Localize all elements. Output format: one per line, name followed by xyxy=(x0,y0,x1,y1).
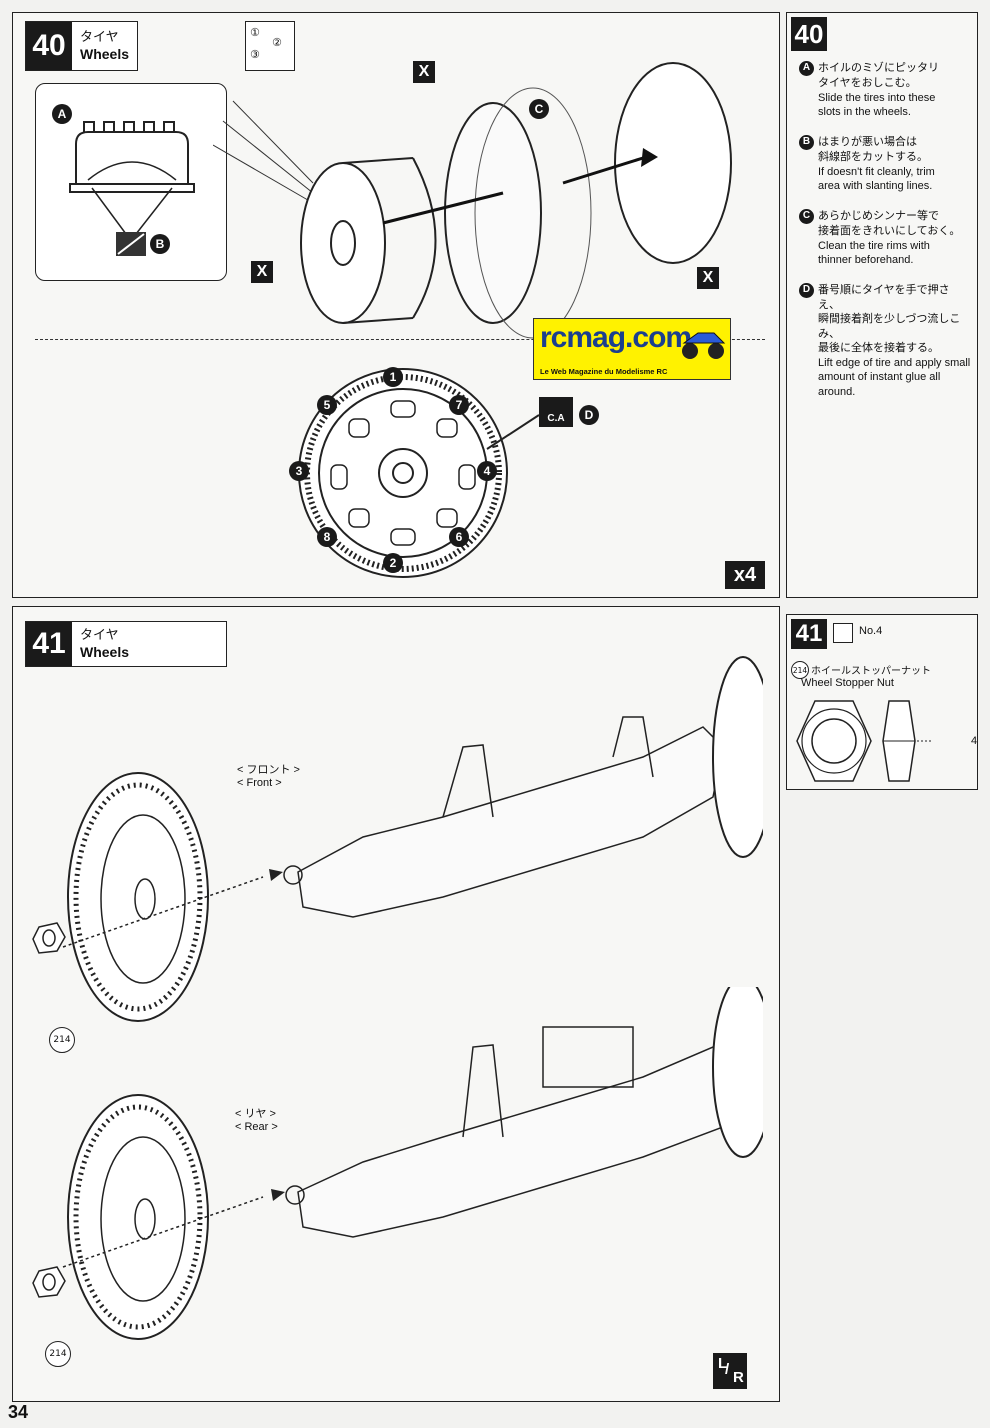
instruction-a-mark: A xyxy=(799,61,814,76)
step-41-header: 41 タイヤ Wheels xyxy=(25,621,227,667)
step-41-side-number: 41 xyxy=(791,619,827,649)
rear-label-jp: < リヤ > xyxy=(235,1108,276,1120)
rcmag-logo: rcmag.com Le Web Magazine du Modelisme R… xyxy=(533,318,731,380)
label-d: D xyxy=(579,405,599,425)
dashed-divider xyxy=(35,339,765,340)
glue-order-2: 2 xyxy=(383,553,403,573)
step-40-header: 40 タイヤ Wheels xyxy=(25,21,139,71)
rear-nut-part-number: 214 xyxy=(45,1341,71,1367)
label-x-3: X xyxy=(697,267,719,289)
front-label-en: < Front > xyxy=(237,777,282,789)
step-40-side-number: 40 xyxy=(791,17,827,51)
front-chassis-drawing xyxy=(62,656,763,1022)
detail-inset: A B xyxy=(35,83,227,281)
step-40-title-en: Wheels xyxy=(80,46,130,62)
step-40-panel: 40 タイヤ Wheels ① ② ③ A B xyxy=(12,12,780,598)
glue-order-6: 6 xyxy=(449,527,469,547)
left-right-badge: L / R xyxy=(713,1353,747,1389)
multiplier-badge: x4 xyxy=(725,561,765,589)
lr-left: L xyxy=(718,1355,728,1372)
part-quantity: 4 xyxy=(971,735,978,747)
seq-two: ② xyxy=(272,36,282,49)
ca-pointer-line xyxy=(486,414,540,450)
glue-order-1: 1 xyxy=(383,367,403,387)
nut-drawing xyxy=(796,700,931,782)
glue-order-4: 4 xyxy=(477,461,497,481)
bag-icon xyxy=(833,623,853,643)
buggy-icon xyxy=(682,332,726,359)
label-x-1: X xyxy=(413,61,435,83)
glue-order-7: 7 xyxy=(449,395,469,415)
bag-number: No.4 xyxy=(859,625,883,637)
step-41-parts-panel: 41 No.4 214 ホイールストッパーナット Wheel Stopper N… xyxy=(786,614,978,790)
instruction-c-mark: C xyxy=(799,209,814,224)
ca-label: C.A xyxy=(547,413,565,424)
ca-glue-icon: C.A xyxy=(539,397,573,427)
step-41-title-jp: タイヤ xyxy=(80,628,119,643)
front-label-jp: < フロント > xyxy=(237,764,300,776)
rear-nut-drawing xyxy=(32,1266,66,1298)
step-40-number: 40 xyxy=(26,22,72,70)
part-214-badge: 214 xyxy=(791,661,809,679)
part-name-en: Wheel Stopper Nut xyxy=(801,677,894,689)
sequence-box: ① ② ③ xyxy=(245,21,295,71)
rear-label-en: < Rear > xyxy=(235,1121,278,1133)
step-41-number: 41 xyxy=(26,622,72,666)
label-b-inset: B xyxy=(150,234,170,254)
glue-order-8: 8 xyxy=(317,527,337,547)
step-41-panel: 41 タイヤ Wheels < フロント > < Front > < リヤ > … xyxy=(12,606,780,1402)
instruction-b-mark: B xyxy=(799,135,814,150)
wheel-exploded-drawing xyxy=(213,62,732,339)
seq-one: ① xyxy=(250,26,260,39)
seq-three: ③ xyxy=(250,48,260,61)
lr-right: R xyxy=(733,1369,744,1386)
glue-order-5: 5 xyxy=(317,395,337,415)
part-name-jp: ホイールストッパーナット xyxy=(811,666,931,677)
page-number: 34 xyxy=(8,1402,29,1422)
front-nut-drawing xyxy=(32,922,66,954)
step-41-title-en: Wheels xyxy=(80,644,130,660)
logo-tagline: Le Web Magazine du Modelisme RC xyxy=(540,367,668,376)
label-x-2: X xyxy=(251,261,273,283)
front-nut-part-number: 214 xyxy=(49,1027,75,1053)
instruction-d-mark: D xyxy=(799,283,814,298)
label-a-inset: A xyxy=(52,104,72,124)
logo-text: rcmag.com xyxy=(540,321,692,354)
step-40-title-jp: タイヤ xyxy=(80,30,119,45)
rear-chassis-drawing xyxy=(62,987,763,1340)
tire-cross-section-drawing xyxy=(69,121,195,256)
glue-order-wheel-drawing xyxy=(298,368,508,578)
glue-order-3: 3 xyxy=(289,461,309,481)
label-c: C xyxy=(529,99,549,119)
